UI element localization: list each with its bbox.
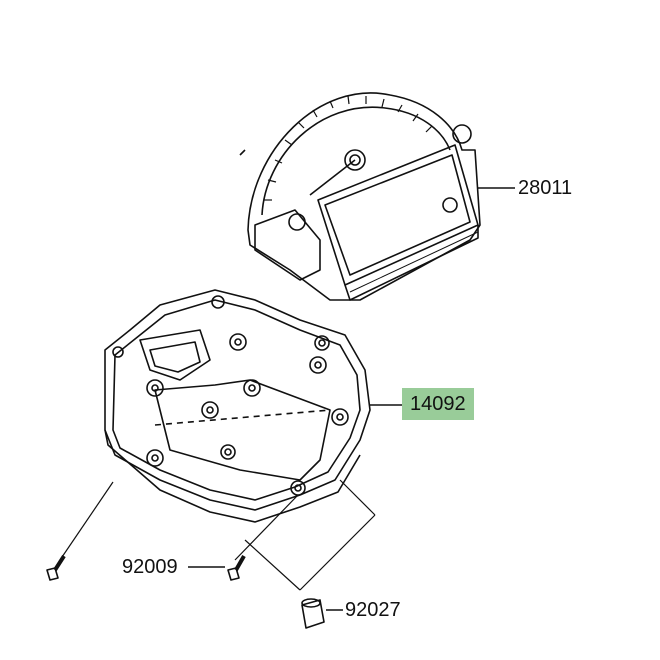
grommet-92027[interactable] — [301, 598, 325, 629]
screw-92009-b[interactable] — [227, 555, 246, 581]
part-label-28011[interactable]: 28011 — [518, 177, 573, 199]
meter-assembly[interactable] — [239, 92, 481, 301]
part-label-14092-highlighted[interactable]: 14092 — [402, 388, 474, 420]
assembly-guide-lines — [59, 479, 376, 591]
part-label-92009[interactable]: 92009 — [122, 556, 178, 578]
meter-housing[interactable] — [104, 289, 371, 523]
part-label-92027[interactable]: 92027 — [345, 599, 401, 621]
screw-92009[interactable] — [46, 554, 66, 581]
